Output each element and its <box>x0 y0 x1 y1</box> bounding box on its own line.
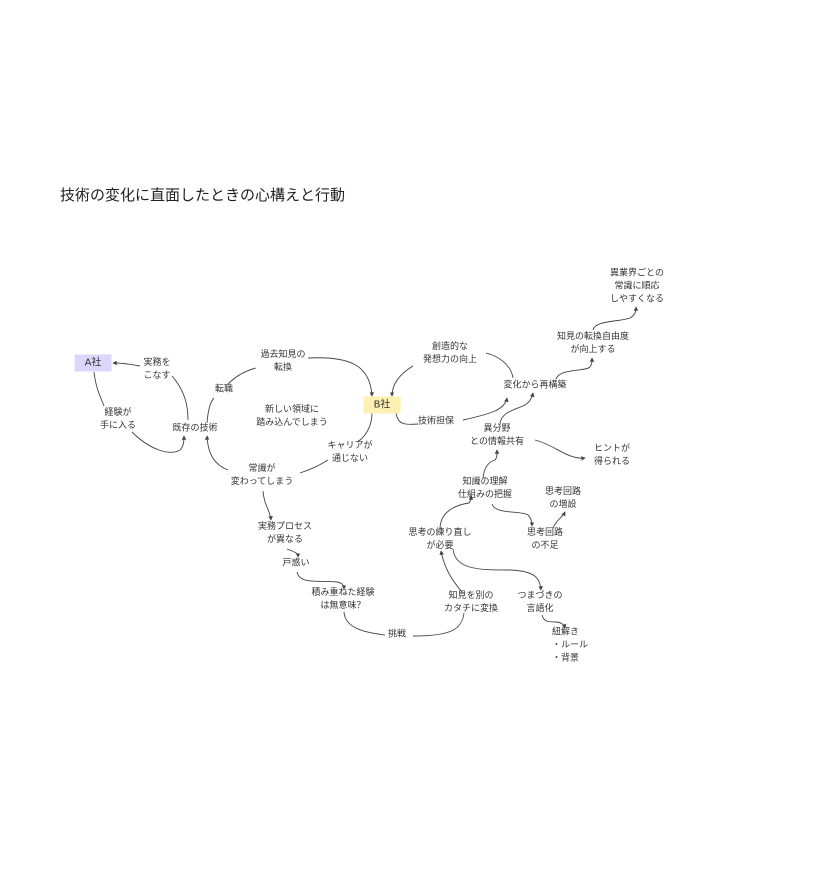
edge <box>112 360 141 367</box>
node-creative[interactable]: 創造的な 発想力の向上 <box>422 342 478 365</box>
node-company-b[interactable]: B社 <box>363 396 401 414</box>
node-lack-circuit[interactable]: 思考回路 の不足 <box>526 528 564 551</box>
node-tech-assurance[interactable]: 技術担保 <box>417 416 455 427</box>
edge <box>491 503 535 527</box>
edge <box>286 548 301 558</box>
edge <box>343 611 386 636</box>
node-gain-experience[interactable]: 経験が 手に入る <box>99 408 137 431</box>
edge <box>452 548 543 591</box>
edge <box>356 412 373 443</box>
edge <box>296 571 347 590</box>
node-do-work[interactable]: 実務を こなす <box>143 358 171 381</box>
node-verbalize[interactable]: つまづきの 言語化 <box>517 591 563 614</box>
edge <box>534 439 586 461</box>
edge <box>439 495 474 530</box>
edge <box>93 371 105 407</box>
edge <box>592 306 639 331</box>
node-challenge[interactable]: 挑戦 <box>387 629 407 640</box>
edge <box>462 397 509 421</box>
diagram-title: 技術の変化に直面したときの心構えと行動 <box>60 186 346 204</box>
edge <box>131 431 187 453</box>
edge <box>227 367 257 385</box>
edge <box>499 392 535 426</box>
edge <box>485 352 514 379</box>
edge <box>395 412 419 425</box>
node-understand[interactable]: 知識の理解 仕組みの把握 <box>457 477 513 500</box>
edge <box>552 511 566 529</box>
node-process-differs[interactable]: 実務プロセス が異なる <box>257 522 313 545</box>
edge <box>555 357 595 380</box>
edge <box>389 365 414 397</box>
node-unravel[interactable]: 紐解き ・ルール ・背景 <box>551 627 589 664</box>
node-company-a[interactable]: A社 <box>74 354 112 372</box>
node-past-knowledge[interactable]: 過去知見の 転換 <box>260 350 306 373</box>
edge <box>204 435 229 471</box>
node-job-change[interactable]: 転職 <box>214 384 234 395</box>
node-career-fail[interactable]: キャリアが 通じない <box>327 441 373 464</box>
node-rebuild[interactable]: 変化から再構築 <box>503 380 567 391</box>
edge <box>439 550 463 593</box>
node-cross-share[interactable]: 異分野 との情報共有 <box>470 424 524 447</box>
edge <box>541 614 567 629</box>
node-experience-meaningless[interactable]: 積み重ねた経験 は無意味？ <box>311 588 375 611</box>
edge <box>299 459 329 474</box>
edge <box>206 397 215 424</box>
edge <box>482 449 500 479</box>
node-convert-knowledge[interactable]: 知見を別の カタチに変換 <box>443 591 499 614</box>
edge <box>171 375 189 421</box>
node-freedom[interactable]: 知見の転換自由度 が向上する <box>556 332 630 355</box>
node-adapt[interactable]: 異業界ごとの 常識に順応 しやすくなる <box>610 268 664 305</box>
node-get-hints[interactable]: ヒントが 得られる <box>593 444 631 467</box>
node-rethink[interactable]: 思考の練り直し が必要 <box>408 528 472 551</box>
edge <box>262 490 273 521</box>
edge <box>412 612 465 637</box>
node-existing-tech[interactable]: 既存の技術 <box>172 423 218 434</box>
edge <box>307 357 375 397</box>
node-confusion[interactable]: 戸惑い <box>282 558 310 569</box>
node-add-circuit[interactable]: 思考回路 の増設 <box>544 487 582 510</box>
node-new-domain[interactable]: 新しい領域に 踏み込んでしまう <box>256 405 328 428</box>
node-common-sense-changes[interactable]: 常識が 変わってしまう <box>230 464 294 487</box>
